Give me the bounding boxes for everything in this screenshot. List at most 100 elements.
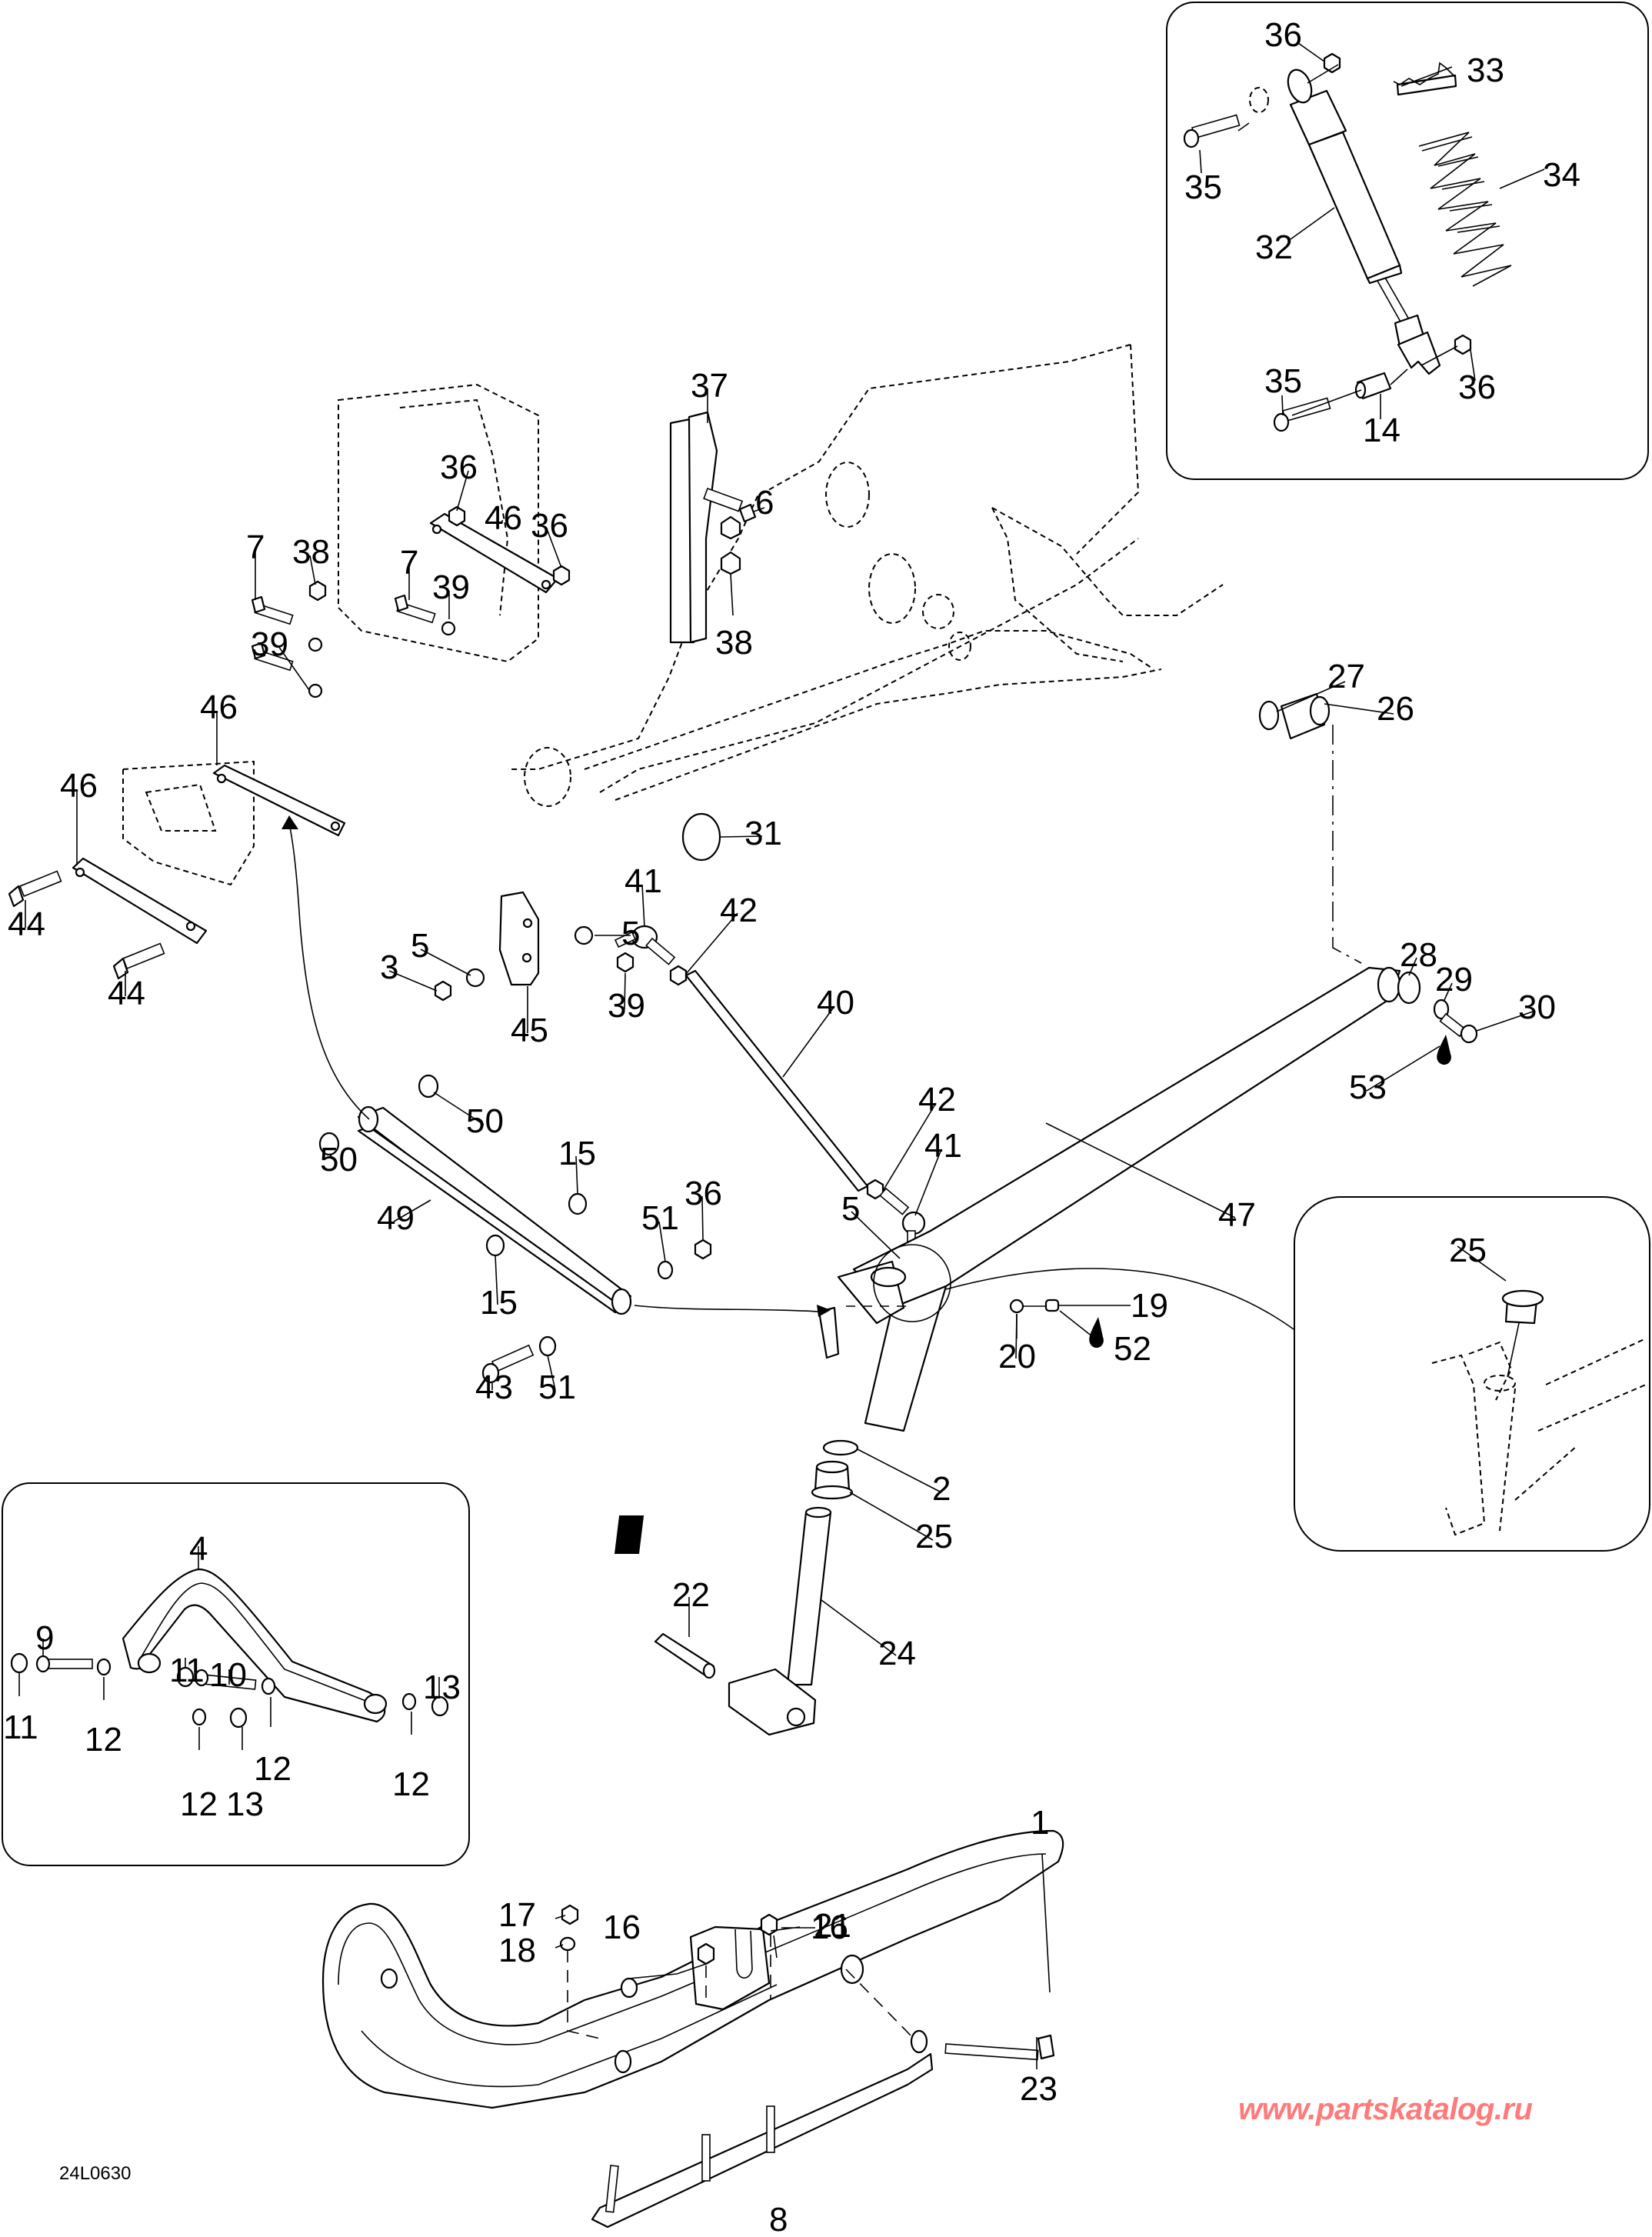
washer-2[interactable] — [822, 1439, 859, 1456]
bushing-15-lower[interactable] — [485, 1234, 505, 1257]
bolt-23[interactable] — [944, 2034, 1055, 2061]
callout-31: 31 — [744, 815, 782, 852]
callout-36: 36 — [440, 448, 478, 486]
washer-12-d[interactable] — [401, 1692, 417, 1711]
link-arm-49[interactable] — [357, 1105, 632, 1315]
nut-11-left[interactable] — [10, 1652, 28, 1674]
bushing-15-upper[interactable] — [568, 1192, 588, 1215]
callout-7: 7 — [400, 544, 418, 582]
nut-36-plate-upper[interactable] — [448, 505, 466, 527]
callout-2: 2 — [932, 1470, 951, 1508]
washer-12-c[interactable] — [192, 1708, 207, 1726]
bolt-43[interactable] — [481, 1344, 535, 1384]
bushing-16-lower[interactable] — [620, 1977, 638, 1999]
bolt-44-left[interactable] — [8, 870, 62, 908]
washer-12-b[interactable] — [261, 1677, 276, 1695]
nut-38-lower[interactable] — [720, 551, 741, 575]
nut-16-right[interactable] — [760, 1913, 778, 1936]
callout-27: 27 — [1327, 658, 1365, 695]
a-arm-47[interactable] — [818, 966, 1401, 1432]
callout-10: 10 — [209, 1656, 247, 1694]
bracket-37[interactable] — [669, 411, 718, 644]
washer-23[interactable] — [910, 2029, 928, 2054]
bolt-9[interactable] — [35, 1655, 93, 1673]
nut-3[interactable] — [434, 980, 452, 1002]
bushing-50-upper[interactable] — [418, 1074, 439, 1098]
bolt-6[interactable] — [703, 487, 757, 523]
ski-handle-inset — [2, 1482, 470, 1866]
nut-38-left[interactable] — [308, 580, 327, 602]
callout-38: 38 — [292, 533, 330, 571]
bushing-26[interactable] — [1280, 692, 1331, 740]
bolt-35-upper[interactable] — [1183, 114, 1241, 148]
grease-fitting-19[interactable] — [1044, 1299, 1060, 1312]
callout-42: 42 — [720, 892, 758, 929]
watermark-link[interactable]: www.partskatalog.ru — [1238, 2092, 1533, 2126]
washer-39-c[interactable] — [441, 621, 456, 636]
nut-17[interactable] — [561, 1904, 579, 1925]
lockwasher-5-right[interactable] — [574, 925, 594, 945]
washer-39-a[interactable] — [308, 637, 323, 652]
nut-36-link[interactable] — [694, 1239, 712, 1260]
spacer-51-lower[interactable] — [538, 1335, 557, 1357]
callout-35: 35 — [1184, 168, 1222, 206]
washer-12-a[interactable] — [96, 1658, 112, 1676]
chassis-frame-ghost — [122, 344, 1224, 886]
bushing-25[interactable] — [811, 1460, 854, 1500]
bushing-25-detail[interactable] — [1501, 1289, 1544, 1325]
callout-26: 26 — [1377, 690, 1414, 728]
link-plate-46-middle[interactable] — [212, 764, 346, 837]
callout-46: 46 — [200, 688, 238, 726]
spring-clip-33[interactable] — [1393, 62, 1457, 96]
leader-lines — [1199, 42, 1545, 419]
spacer-14[interactable] — [1354, 372, 1392, 400]
washer-18[interactable] — [559, 1936, 576, 1952]
callout-11: 11 — [3, 1709, 38, 1746]
nut-39-bracket[interactable] — [616, 952, 634, 973]
shock-absorber-32[interactable] — [1284, 67, 1441, 375]
callout-29: 29 — [1435, 961, 1473, 998]
nut-36-plate-right[interactable] — [552, 565, 571, 586]
nut-13-middle[interactable] — [229, 1707, 248, 1729]
handle-4[interactable] — [122, 1568, 388, 1723]
nut-13-right[interactable] — [431, 1695, 449, 1717]
callout-15: 15 — [558, 1135, 596, 1172]
callout-43: 43 — [475, 1369, 513, 1406]
stud-8-a[interactable] — [605, 2165, 619, 2213]
stud-8-c[interactable] — [766, 2105, 775, 2153]
washer-20[interactable] — [1009, 1299, 1024, 1314]
nut-38-upper[interactable] — [720, 515, 741, 540]
callout-6: 6 — [755, 484, 774, 522]
cap-31[interactable] — [681, 812, 721, 862]
bolt-7-left-upper[interactable] — [251, 595, 294, 625]
bolt-30[interactable] — [1439, 1012, 1478, 1044]
callout-36: 36 — [531, 507, 568, 545]
callout-33: 33 — [1467, 52, 1504, 89]
bolt-44-right[interactable] — [112, 942, 165, 980]
ski-leader-lines — [555, 1853, 1051, 2069]
runner-8[interactable] — [591, 2052, 934, 2229]
washer-29[interactable] — [1433, 998, 1450, 1020]
washer-27[interactable] — [1258, 700, 1280, 731]
bolt-7-left-lower[interactable] — [251, 642, 294, 672]
washer-28[interactable] — [1397, 971, 1421, 1005]
bracket-45[interactable] — [498, 891, 540, 986]
spindle-24[interactable] — [614, 1506, 832, 1736]
nut-36-upper[interactable] — [1323, 52, 1341, 74]
lockwasher-5-left[interactable] — [465, 968, 485, 988]
stud-8-b[interactable] — [701, 2134, 711, 2182]
spring-34[interactable] — [1418, 132, 1512, 287]
washer-39-b[interactable] — [308, 683, 323, 698]
nut-36-lower[interactable] — [1454, 334, 1472, 355]
spacer-51-right[interactable] — [657, 1260, 674, 1280]
callout-12: 12 — [85, 1721, 122, 1759]
callout-36: 36 — [1264, 16, 1302, 54]
link-plate-46-lower[interactable] — [72, 857, 208, 945]
callout-50: 50 — [466, 1102, 504, 1140]
jam-nut-42-upper[interactable] — [669, 965, 688, 986]
leader-lines — [1457, 1245, 1520, 1378]
diagram-reference-code: 24L0630 — [59, 2163, 132, 2184]
nut-16-left[interactable] — [697, 1942, 715, 1965]
pin-22[interactable] — [654, 1632, 716, 1679]
bolt-7-right[interactable] — [394, 594, 436, 624]
